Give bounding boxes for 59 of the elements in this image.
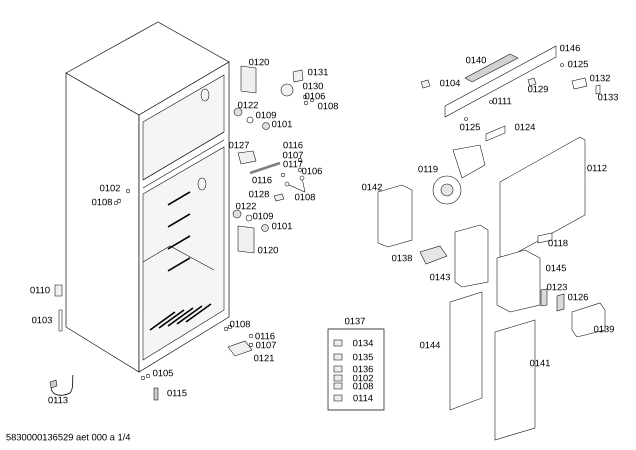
callout-number: 0126 bbox=[568, 294, 588, 300]
callout-number: 0104 bbox=[440, 80, 460, 86]
leader-line bbox=[288, 184, 306, 192]
callout-number: 0142 bbox=[362, 184, 382, 190]
callout-number: 0128 bbox=[248, 190, 269, 198]
callout-number: 0140 bbox=[466, 56, 486, 64]
callout-number: 0117 bbox=[283, 160, 303, 168]
callout-number: 0107 bbox=[256, 342, 276, 348]
screw-part bbox=[284, 182, 290, 186]
callout-number: 0143 bbox=[430, 274, 450, 280]
drawing-number: 5830000136529 aet 000 a 1/4 bbox=[6, 434, 130, 440]
callout-number: 0116 bbox=[252, 176, 272, 184]
callout-number: 0125 bbox=[460, 124, 480, 130]
callout-number: 0123 bbox=[546, 284, 567, 290]
callout-number: 0118 bbox=[548, 240, 568, 246]
callout-number: 0131 bbox=[308, 68, 328, 76]
callout-number: 0116 bbox=[283, 142, 303, 148]
callout-number: 0146 bbox=[560, 44, 580, 52]
callout-number: 0139 bbox=[594, 326, 614, 332]
callout-number: 0122 bbox=[238, 102, 258, 108]
screw-part bbox=[300, 176, 304, 180]
callout-number: 0108 bbox=[294, 194, 315, 200]
callout-number: 0115 bbox=[167, 390, 187, 396]
callout-number: 0138 bbox=[392, 254, 412, 262]
callout-number: 0120 bbox=[258, 246, 278, 254]
node-label: 0137 bbox=[344, 318, 365, 324]
callout-number: 0122 bbox=[236, 202, 256, 210]
parts-kit-box: 0137 0134 0135 0136 0102 0108 0114 bbox=[328, 318, 384, 410]
callout-number: 0130 bbox=[302, 82, 324, 90]
callout-number: 0105 bbox=[152, 370, 173, 376]
callout-number: 0110 bbox=[30, 286, 50, 294]
callout-number: 0120 bbox=[248, 58, 270, 66]
callout-number: 0141 bbox=[530, 360, 550, 366]
callout-number: 0108 bbox=[92, 198, 112, 206]
callout-number: 0112 bbox=[587, 164, 607, 172]
callout-number: 0109 bbox=[256, 112, 276, 118]
callout-number: 0119 bbox=[418, 166, 438, 172]
callout-number: 0132 bbox=[590, 74, 610, 82]
callout-number: 0107 bbox=[282, 152, 303, 158]
leader-line bbox=[302, 180, 306, 192]
callout-number: 0145 bbox=[546, 264, 566, 272]
callout-number: 0129 bbox=[528, 86, 548, 92]
callout-number: 0133 bbox=[598, 94, 618, 100]
callout-number: 0106 bbox=[302, 168, 322, 174]
callout-number: 0109 bbox=[252, 212, 273, 220]
callout-number: 0101 bbox=[272, 222, 292, 230]
callout-number: 0111 bbox=[492, 98, 512, 104]
callout-number: 0124 bbox=[514, 124, 536, 130]
callout-number: 0116 bbox=[255, 332, 275, 340]
callout-number: 0101 bbox=[272, 120, 292, 128]
callout-number: 0103 bbox=[32, 316, 52, 324]
callout-number: 0144 bbox=[420, 342, 440, 348]
callout-number: 0125 bbox=[568, 60, 588, 68]
callout-number: 0102 bbox=[100, 184, 120, 192]
callout-number: 0106 bbox=[304, 92, 325, 100]
callout-number: 0108 bbox=[230, 320, 250, 328]
callout-number: 0121 bbox=[254, 354, 274, 362]
callout-number: 0113 bbox=[48, 396, 68, 404]
callout-number: 0108 bbox=[318, 102, 338, 110]
